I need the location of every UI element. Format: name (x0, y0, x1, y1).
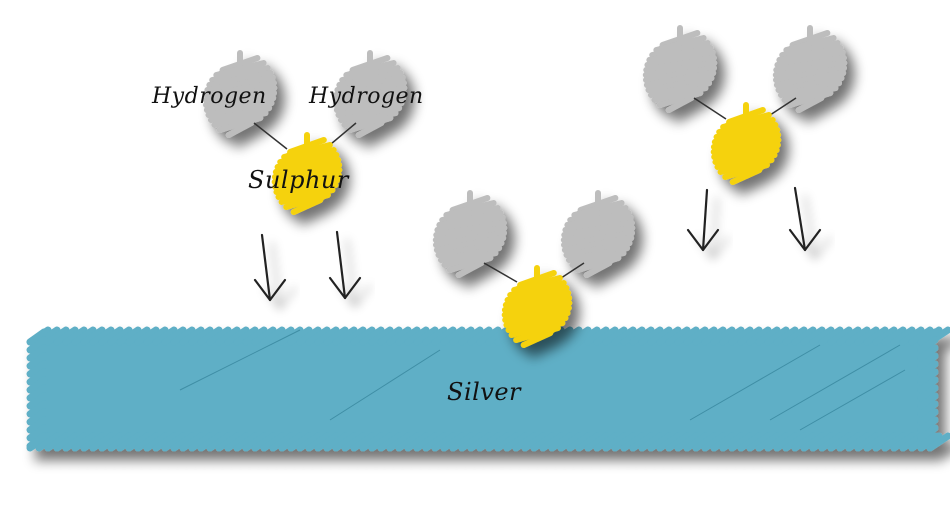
hydrogen-atom (432, 190, 508, 278)
sulphur-label: Sulphur (248, 166, 349, 194)
hydrogen-label-left: Hydrogen (152, 84, 267, 109)
silver-label: Silver (447, 378, 522, 406)
h2s-molecule-3 (642, 25, 848, 185)
silver-surface (26, 326, 950, 452)
down-arrow-icon (788, 186, 822, 252)
h2s-molecule-2 (432, 190, 636, 348)
bond-line (483, 262, 518, 283)
hydrogen-label-right: Hydrogen (309, 84, 424, 109)
hydrogen-atom (772, 25, 848, 113)
h2s-molecule-1 (202, 50, 408, 215)
hydrogen-atom (332, 50, 408, 138)
down-arrow-icon (328, 230, 362, 300)
hydrogen-atom (202, 50, 278, 138)
arrows (253, 186, 822, 302)
down-arrow-icon (253, 233, 287, 302)
hydrogen-atom (642, 25, 718, 113)
sulphur-atom (710, 102, 782, 185)
sulphur-atom (501, 265, 573, 348)
down-arrow-icon (686, 188, 720, 252)
hydrogen-atom (560, 190, 636, 278)
bond-line (253, 122, 288, 150)
bond-line (693, 97, 727, 120)
molecules (202, 25, 848, 348)
sulphur-atom (271, 132, 343, 215)
